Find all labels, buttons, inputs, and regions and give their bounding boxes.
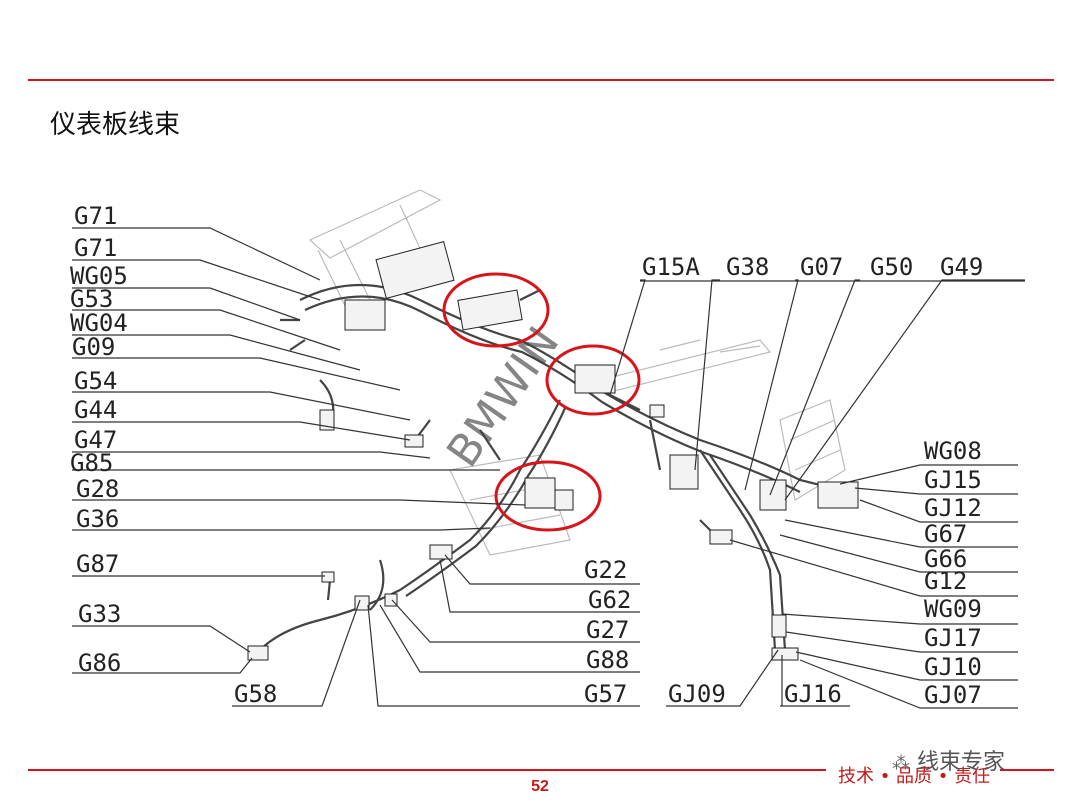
top-rule — [28, 79, 1054, 81]
label-gj12: GJ12 — [924, 494, 982, 522]
wechat-icon: ⁂ — [892, 753, 910, 774]
label-g54: G54 — [74, 367, 117, 395]
label-g62: G62 — [588, 586, 631, 614]
label-g07: G07 — [800, 253, 843, 281]
bottom-rule-left — [28, 769, 826, 771]
highlight-circle — [545, 344, 641, 416]
label-g58: G58 — [234, 680, 277, 708]
label-g28: G28 — [76, 475, 119, 503]
label-g71-b: G71 — [74, 234, 117, 262]
label-wg04: WG04 — [70, 309, 128, 337]
label-wg08: WG08 — [924, 437, 982, 465]
label-g47: G47 — [74, 426, 117, 454]
label-gj17: GJ17 — [924, 624, 982, 652]
label-g71-a: G71 — [74, 202, 117, 230]
wiring-harness-diagram: BMWIN — [70, 189, 1025, 709]
page-number: 52 — [531, 778, 549, 795]
leader-lines — [72, 227, 1025, 709]
label-g36: G36 — [76, 505, 119, 533]
label-g87: G87 — [76, 550, 119, 578]
footer-motto: 技术 • 品质 • 责任 — [838, 766, 991, 787]
diagonal-watermark: BMWIN — [437, 318, 569, 476]
label-g86: G86 — [78, 649, 121, 677]
label-gj10: GJ10 — [924, 653, 982, 681]
label-g38: G38 — [726, 253, 769, 281]
label-gj15: GJ15 — [924, 466, 982, 494]
bottom-rule-right — [1000, 769, 1054, 771]
highlight-circles — [442, 272, 641, 532]
watermark-account: ⁂ 线束专家 — [892, 744, 1005, 776]
label-wg05: WG05 — [70, 262, 128, 290]
label-g33: G33 — [78, 600, 121, 628]
label-wg09: WG09 — [924, 595, 982, 623]
label-gj07: GJ07 — [924, 681, 982, 709]
connector-blocks — [247, 241, 859, 661]
page-title: 仪表板线束 — [50, 110, 181, 140]
label-g85: G85 — [70, 449, 113, 477]
highlight-circle — [494, 460, 602, 532]
label-g50: G50 — [870, 253, 913, 281]
label-g66: G66 — [924, 545, 967, 573]
label-g22: G22 — [584, 556, 627, 584]
label-g49: G49 — [940, 253, 983, 281]
label-g67: G67 — [924, 520, 967, 548]
watermark-account-name: 线束专家 — [917, 750, 1006, 775]
left-labels: G71 G71 WG05 G53 WG04 G09 G54 G44 G47 G8… — [70, 202, 277, 708]
label-g44: G44 — [74, 396, 117, 424]
label-g15a: G15A — [642, 253, 700, 281]
label-g09: G09 — [72, 333, 115, 361]
label-g12: G12 — [924, 567, 967, 595]
label-gj16: GJ16 — [784, 680, 842, 708]
bottom-center-labels: G22 G62 G27 G88 G57 — [584, 556, 631, 708]
top-labels: G15A G38 G07 G50 G49 — [642, 253, 983, 281]
label-g53: G53 — [70, 285, 113, 313]
label-g27: G27 — [586, 616, 629, 644]
label-gj09: GJ09 — [668, 680, 726, 708]
bottom-right-labels: GJ09 GJ16 — [668, 680, 842, 708]
label-g57: G57 — [584, 680, 627, 708]
highlight-circle — [442, 272, 550, 348]
label-g88: G88 — [586, 646, 629, 674]
right-labels: WG08 GJ15 GJ12 G67 G66 G12 WG09 GJ17 GJ1… — [924, 437, 982, 709]
